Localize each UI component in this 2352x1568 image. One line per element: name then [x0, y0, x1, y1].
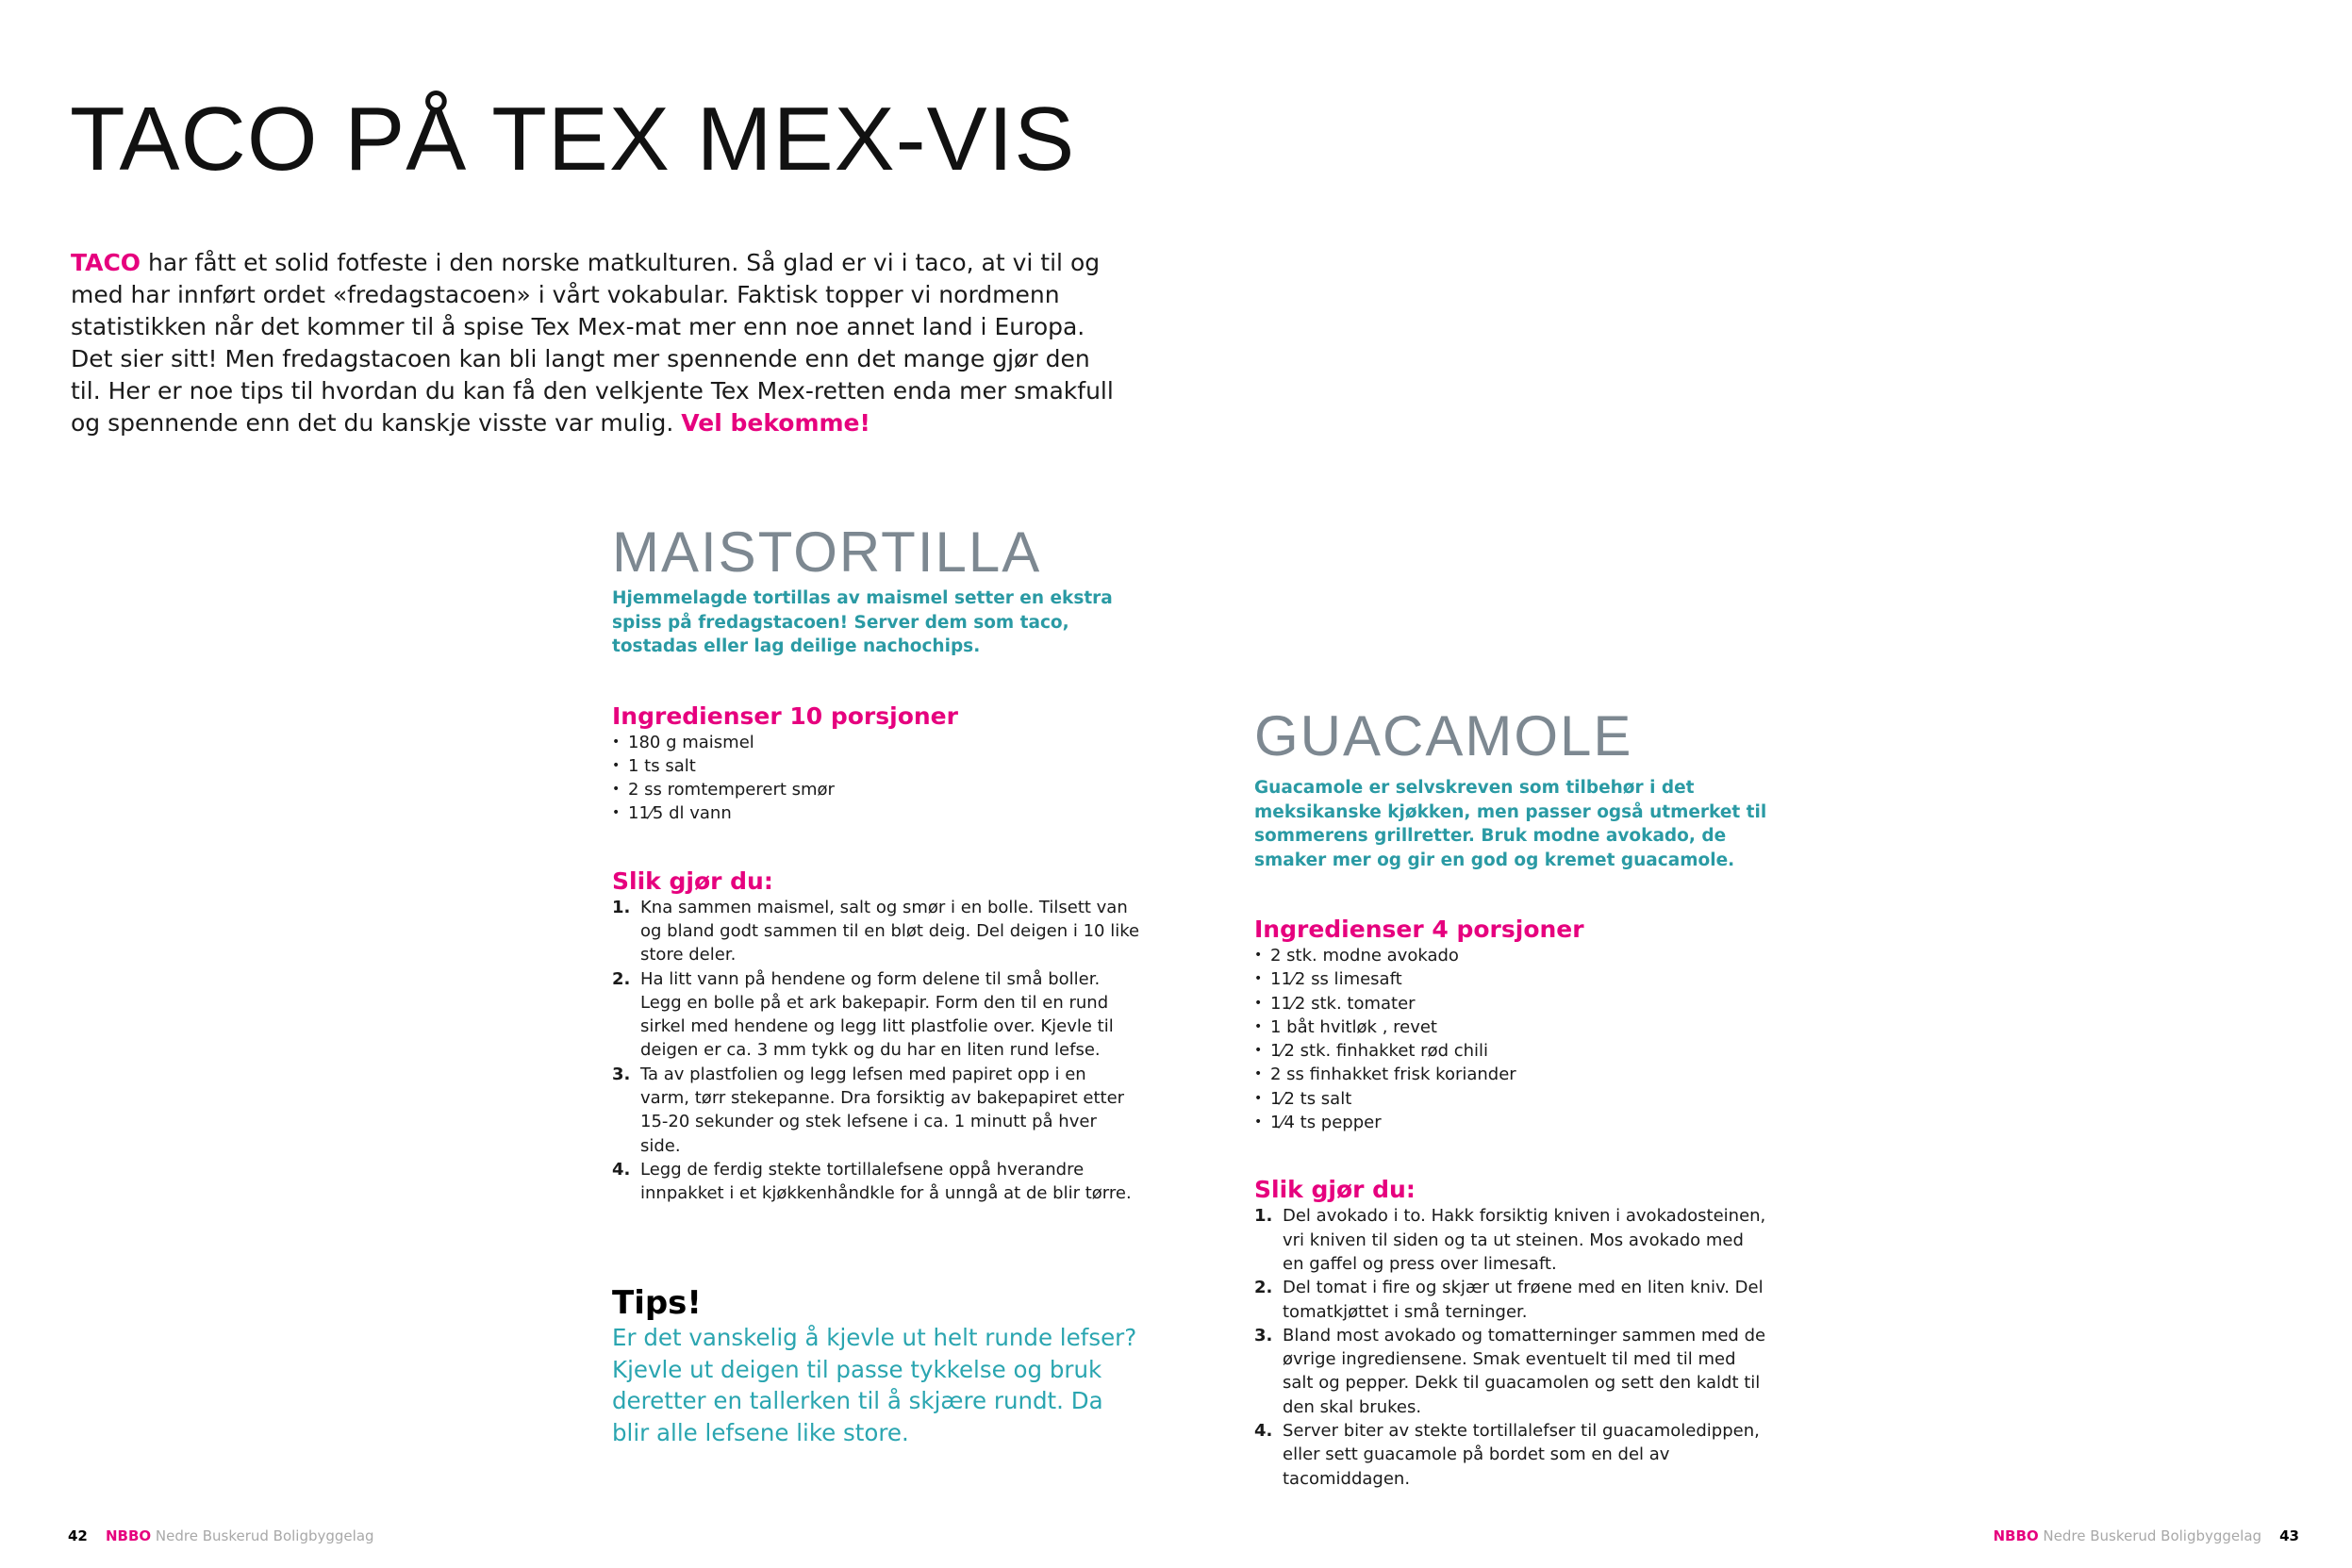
step-number: 2. — [1254, 1278, 1273, 1298]
step-number: 4. — [1254, 1421, 1273, 1442]
ingredient-item: 2 ss finhakket frisk koriander — [1254, 1063, 1768, 1087]
page-number: 42 — [68, 1527, 88, 1544]
footer-org: Nedre Buskerud Boligbyggelag — [155, 1527, 374, 1544]
step-text: Del avokado i to. Hakk forsiktig kniven … — [1283, 1206, 1766, 1274]
step-text: Legg de ferdig stekte tortillalefsene op… — [640, 1159, 1132, 1204]
recipe-title: MAISTORTILLA — [612, 520, 1042, 584]
intro-closing: Vel bekomme! — [681, 409, 870, 437]
step-item: 2. Del tomat i fire og skjær ut frøene me… — [1254, 1276, 1768, 1324]
recipe-subtitle: Guacamole er selvskreven som tilbehør i … — [1254, 778, 1767, 870]
intro-body: har fått et solid fotfeste i den norske … — [71, 249, 1114, 437]
steps-list: 1. Kna sammen maismel, salt og smør i en … — [612, 896, 1140, 1206]
ingredients-list: 180 g maismel 1 ts salt 2 ss romtemperer… — [612, 731, 1140, 826]
steps-heading: Slik gjør du: — [612, 867, 773, 895]
step-number: 3. — [612, 1064, 631, 1084]
recipe-guacamole: GUACAMOLE Guacamole er selvskreven som t… — [1254, 708, 1768, 1491]
ingredient-item: 1 ts salt — [612, 754, 1140, 779]
page-title: TACO PÅ TEX MEX-VIS — [70, 89, 1076, 190]
recipe-subtitle: Hjemmelagde tortillas av maismel setter … — [612, 588, 1113, 656]
ingredient-item: 180 g maismel — [612, 731, 1140, 755]
step-item: 4. Legg de ferdig stekte tortillalefsene … — [612, 1158, 1140, 1206]
ingredients-list: 2 stk. modne avokado 11⁄2 ss limesaft 11… — [1254, 944, 1768, 1135]
tips-box: Tips! Er det vanskelig å kjevle ut helt … — [612, 1284, 1140, 1448]
step-text: Del tomat i fire og skjær ut frøene med … — [1283, 1278, 1764, 1322]
recipe-maistortilla: MAISTORTILLA Hjemmelagde tortillas av ma… — [612, 524, 1140, 1206]
step-text: Server biter av stekte tortillalefser ti… — [1283, 1421, 1760, 1489]
steps-list: 1. Del avokado i to. Hakk forsiktig knive… — [1254, 1204, 1768, 1491]
footer-brand: NBBO — [1993, 1527, 2039, 1544]
ingredients-heading: Ingredienser 10 porsjoner — [612, 701, 958, 730]
ingredient-item: 1 båt hvitløk , revet — [1254, 1015, 1768, 1040]
step-item: 4. Server biter av stekte tortillalefser … — [1254, 1419, 1768, 1491]
intro-lead: TACO — [71, 249, 141, 276]
footer-right: NBBO Nedre Buskerud Boligbyggelag 43 — [1993, 1527, 2299, 1544]
step-text: Ha litt vann på hendene og form delene t… — [640, 968, 1114, 1061]
ingredient-item: 1⁄2 ts salt — [1254, 1087, 1768, 1112]
step-text: Bland most avokado og tomatterninger sam… — [1283, 1325, 1766, 1417]
step-number: 1. — [612, 897, 631, 917]
step-number: 2. — [612, 968, 631, 989]
ingredients-heading: Ingredienser 4 porsjoner — [1254, 916, 1584, 943]
step-item: 1. Del avokado i to. Hakk forsiktig knive… — [1254, 1204, 1768, 1276]
step-number: 3. — [1254, 1325, 1273, 1345]
page-number: 43 — [2279, 1527, 2299, 1544]
footer-org: Nedre Buskerud Boligbyggelag — [2043, 1527, 2262, 1544]
ingredient-item: 2 stk. modne avokado — [1254, 944, 1768, 968]
ingredient-item: 11⁄5 dl vann — [612, 801, 1140, 826]
step-item: 3. Ta av plastfolien og legg lefsen med p… — [612, 1063, 1140, 1158]
tips-text: Er det vanskelig å kjevle ut helt runde … — [612, 1324, 1137, 1446]
steps-heading: Slik gjør du: — [1254, 1176, 1416, 1204]
ingredient-item: 1⁄2 stk. finhakket rød chili — [1254, 1039, 1768, 1064]
step-item: 1. Kna sammen maismel, salt og smør i en … — [612, 896, 1140, 967]
step-number: 1. — [1254, 1206, 1273, 1227]
ingredient-item: 11⁄2 stk. tomater — [1254, 992, 1768, 1016]
ingredient-item: 2 ss romtemperert smør — [612, 778, 1140, 802]
step-item: 3. Bland most avokado og tomatterninger s… — [1254, 1324, 1768, 1419]
intro-paragraph: TACO har fått et solid fotfeste i den no… — [71, 247, 1127, 439]
footer-brand: NBBO — [105, 1527, 152, 1544]
ingredient-item: 1⁄4 ts pepper — [1254, 1111, 1768, 1135]
recipe-title: GUACAMOLE — [1254, 704, 1633, 767]
ingredient-item: 11⁄2 ss limesaft — [1254, 967, 1768, 992]
step-text: Kna sammen maismel, salt og smør i en bo… — [640, 897, 1140, 966]
step-text: Ta av plastfolien og legg lefsen med pap… — [640, 1064, 1125, 1156]
step-number: 4. — [612, 1159, 631, 1180]
tips-heading: Tips! — [612, 1284, 702, 1322]
footer-left: 42 NBBO Nedre Buskerud Boligbyggelag — [68, 1527, 374, 1544]
step-item: 2. Ha litt vann på hendene og form delene… — [612, 967, 1140, 1063]
